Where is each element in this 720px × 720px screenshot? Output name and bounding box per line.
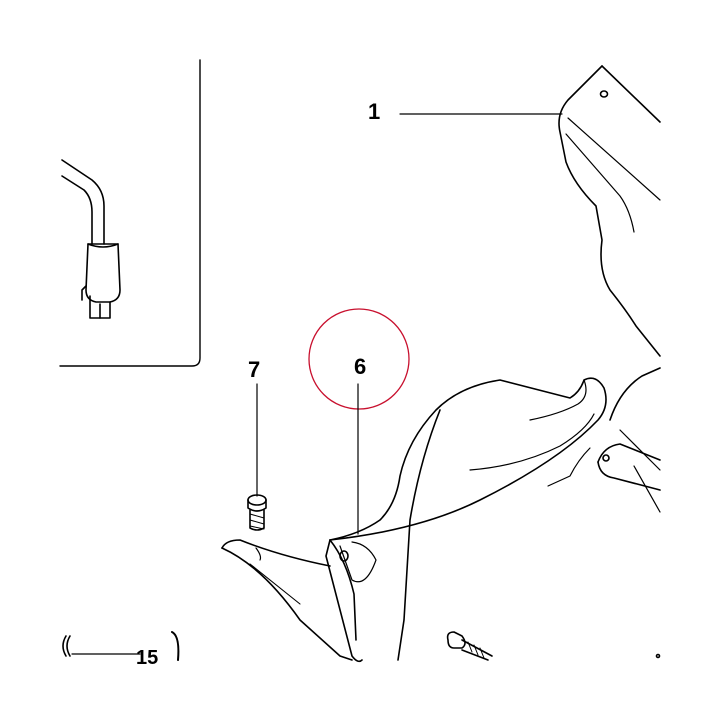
part-15-fragment xyxy=(62,631,180,661)
part-1-panel xyxy=(558,65,661,357)
callout-6: 6 xyxy=(354,354,367,379)
bottom-bolt xyxy=(446,631,493,661)
part-6-duct xyxy=(325,377,607,663)
callout-7: 7 xyxy=(248,357,261,382)
bottom-bracket-plate xyxy=(221,539,353,661)
callout-1: 1 xyxy=(368,99,381,124)
callout-15: 15 xyxy=(136,647,159,669)
part-7-screw xyxy=(247,383,267,531)
edge-mark xyxy=(655,653,661,659)
highlight-circle-6 xyxy=(308,308,410,410)
inset-detail xyxy=(59,59,201,367)
frame-lower-right xyxy=(547,367,661,513)
